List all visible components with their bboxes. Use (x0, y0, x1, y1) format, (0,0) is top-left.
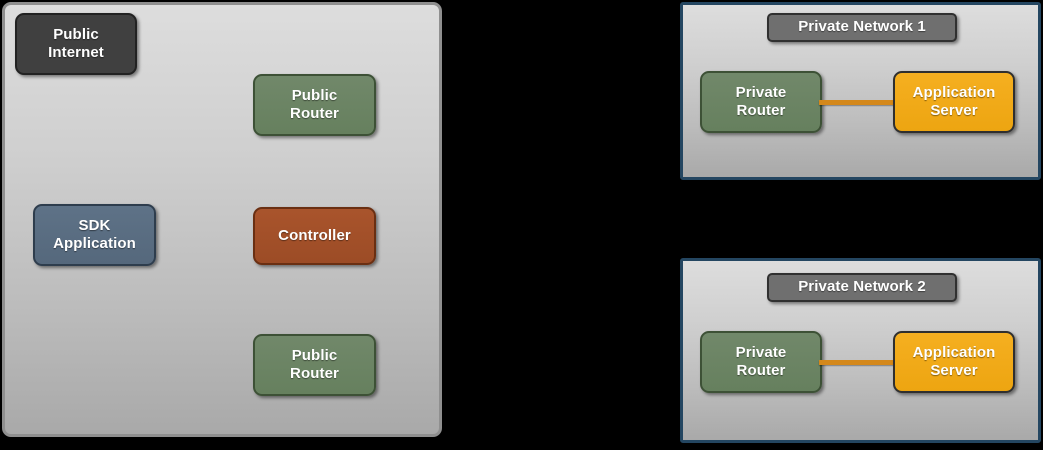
node-private-router-1[interactable]: Private Router (700, 71, 822, 133)
node-private-router-2[interactable]: Private Router (700, 331, 822, 393)
node-controller[interactable]: Controller (253, 207, 376, 265)
public-zone-panel: Public Internet Public Router SDK Applic… (2, 2, 442, 437)
private-network-1-label: Private Network 1 (767, 13, 957, 42)
private-network-1-panel: Private Network 1 Private Router Applica… (680, 2, 1041, 180)
private-network-2-label: Private Network 2 (767, 273, 957, 302)
node-sdk-application[interactable]: SDK Application (33, 204, 156, 266)
node-application-server-1[interactable]: Application Server (893, 71, 1015, 133)
node-application-server-2[interactable]: Application Server (893, 331, 1015, 393)
link-private-router-1-to-app-server-1 (819, 100, 897, 105)
node-public-router-top[interactable]: Public Router (253, 74, 376, 136)
node-public-router-bottom[interactable]: Public Router (253, 334, 376, 396)
node-public-internet[interactable]: Public Internet (15, 13, 137, 75)
link-private-router-2-to-app-server-2 (819, 360, 897, 365)
private-network-2-panel: Private Network 2 Private Router Applica… (680, 258, 1041, 443)
